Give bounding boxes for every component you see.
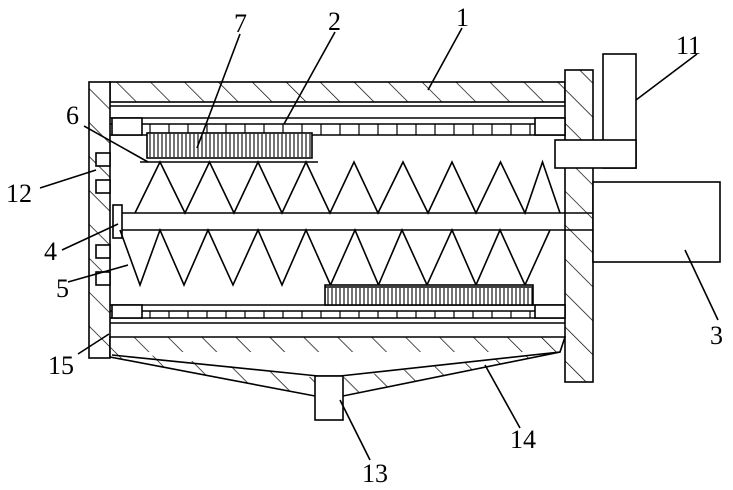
screw-blade-upper [135,162,560,213]
label-5: 5 [56,274,69,303]
label-15: 15 [48,351,74,380]
screw-blade-lower [120,230,550,285]
label-1: 1 [456,3,469,32]
upper-screen-tube [110,106,565,135]
label-12: 12 [6,179,32,208]
label-14: 14 [510,425,536,454]
label-11: 11 [676,31,701,60]
housing-right-wall [565,70,593,382]
lower-screen-tube [110,305,565,323]
label-13: 13 [362,459,388,488]
label-2: 2 [328,7,341,36]
lower-brush [325,285,533,305]
housing-top-wall [110,82,565,102]
label-7: 7 [234,9,247,38]
housing-left-wall [89,82,110,358]
label-4: 4 [44,237,57,266]
discharge-outlet [315,376,343,420]
label-3: 3 [710,321,723,350]
motor [593,182,720,262]
label-6: 6 [66,101,79,130]
upper-brush [140,133,318,162]
